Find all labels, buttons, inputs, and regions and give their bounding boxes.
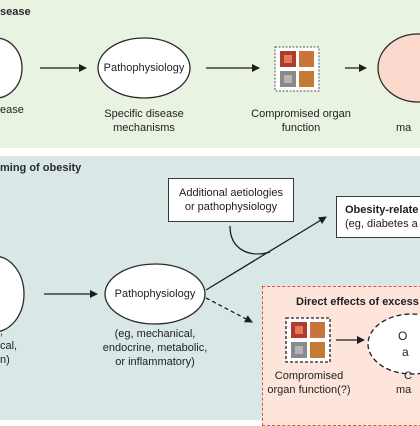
panel-b-mechanisms-caption-1: (eg, mechanical, — [114, 328, 196, 340]
oval-caption-1: C — [404, 370, 412, 382]
direct-effects-oval — [367, 313, 420, 375]
panel-a-organ-images — [274, 46, 320, 92]
liver-image — [299, 51, 314, 67]
oval-text-2: a — [402, 345, 409, 359]
joint-image — [299, 71, 314, 87]
liver-image — [310, 322, 325, 338]
related-line-1: Obesity-relate — [345, 204, 419, 216]
oval-caption-2: ma — [396, 384, 412, 396]
panel-b-mechanisms-caption-3: or inflammatory) — [115, 356, 195, 368]
panel-b-mechanisms-caption-2: endocrine, metabolic, — [102, 342, 208, 354]
panel-b-left-caption-1: , — [0, 326, 4, 338]
panel-a-pathophysiology-label: Pathophysiology — [103, 62, 185, 74]
panel-a-mechanisms-caption-1: Specific disease — [104, 108, 184, 120]
panel-a-outcome-caption: ma — [396, 122, 412, 134]
panel-a-outcome-node — [377, 33, 420, 103]
panel-b-left-caption-2: cal, — [0, 340, 18, 352]
obesity-related-box: Obesity-relate (eg, diabetes a — [336, 196, 420, 238]
oval-text-1: O — [398, 329, 408, 343]
direct-effects-title: Direct effects of excess a — [296, 296, 420, 308]
panel-b-organ-images — [285, 317, 331, 363]
panel-a-organ-caption-2: function — [281, 122, 321, 134]
panel-b-arrow-to-direct — [205, 297, 253, 323]
panel-b-pathophysiology-label: Pathophysiology — [114, 288, 196, 300]
panel-b-organ-caption-1: Compromised — [274, 370, 344, 382]
aetiologies-line-1: Additional aetiologies — [179, 187, 283, 199]
joint-image — [310, 342, 325, 358]
related-line-2: (eg, diabetes a — [345, 218, 418, 230]
panel-a-title: sease — [0, 6, 31, 18]
panel-a-mechanisms-caption-2: mechanisms — [113, 122, 175, 134]
panel-b-pathophysiology-node — [104, 263, 206, 325]
aetiologies-connector — [229, 225, 271, 255]
panel-a-left-node — [0, 37, 23, 99]
panel-b-left-caption-3: n) — [0, 354, 10, 366]
panel-disease: sease — [0, 0, 420, 148]
panel-b-left-node — [0, 256, 25, 332]
panel-a-left-caption: ease — [0, 104, 24, 116]
panel-b-title: ming of obesity — [0, 162, 82, 174]
panel-a-pathophysiology-node — [97, 37, 191, 99]
aetiologies-box: Additional aetiologies or pathophysiolog… — [168, 178, 294, 222]
panel-b-organ-caption-2: organ function(?) — [267, 384, 351, 396]
panel-a-organ-caption-1: Compromised organ — [251, 108, 351, 120]
aetiologies-line-2: or pathophysiology — [184, 201, 278, 213]
